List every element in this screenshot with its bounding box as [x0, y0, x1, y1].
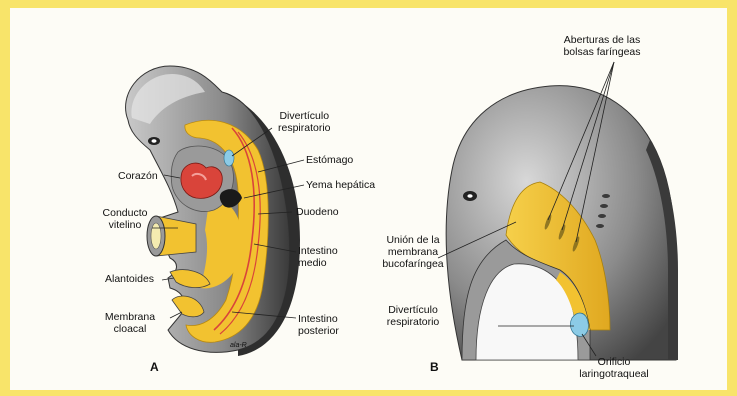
panel-b-drawing — [438, 62, 678, 360]
label-orificio-laringotraqueal: Orificio laringotraqueal — [566, 356, 662, 380]
panel-b-respiratory-diverticulum — [570, 313, 588, 336]
label-diverticulo-respiratorio-a: Divertículo respiratorio — [278, 110, 331, 134]
panel-b-letter: B — [430, 360, 439, 374]
label-membrana-cloacal: Membrana cloacal — [98, 311, 162, 335]
panel-a-letter: A — [150, 360, 159, 374]
panel-a-respiratory-diverticulum — [224, 150, 234, 166]
label-estomago: Estómago — [306, 154, 353, 166]
label-intestino-posterior: Intestino posterior — [298, 313, 339, 337]
label-union-membrana: Unión de la membrana bucofaríngea — [378, 234, 448, 270]
label-diverticulo-respiratorio-b: Divertículo respiratorio — [378, 304, 448, 328]
label-alantoides: Alantoides — [105, 273, 154, 285]
label-duodeno: Duodeno — [296, 206, 339, 218]
artist-signature: ala-R — [230, 340, 247, 352]
label-aberturas-bolsas: Aberturas de las bolsas faríngeas — [546, 34, 658, 58]
label-corazon: Corazón — [118, 170, 158, 182]
label-yema-hepatica: Yema hepática — [306, 179, 375, 191]
panel-a-heart — [181, 163, 222, 198]
label-intestino-medio: Intestino medio — [298, 245, 338, 269]
label-conducto-vitelino: Conducto vitelino — [96, 207, 154, 231]
